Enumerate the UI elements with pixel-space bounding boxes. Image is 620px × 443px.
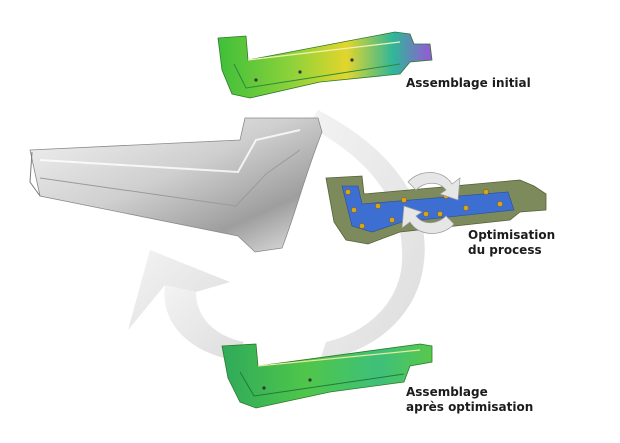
initial-assembly-part-image xyxy=(217,31,433,99)
clamp-markers xyxy=(345,189,503,229)
reference-part-image xyxy=(29,117,323,253)
optimized-assembly-label: Assemblage après optimisation xyxy=(406,385,533,415)
final-label-line1: Assemblage xyxy=(406,385,488,399)
initial-assembly-label: Assemblage initial xyxy=(406,76,531,91)
process-optimization-part-image xyxy=(325,175,547,245)
process-label-line2: du process xyxy=(468,243,542,257)
process-optimization-label: Optimisation du process xyxy=(468,228,555,258)
refresh-cycle-icon xyxy=(401,172,461,234)
process-label-line1: Optimisation xyxy=(468,228,556,242)
cycle-arrow-right xyxy=(308,110,425,360)
cycle-arrow-left xyxy=(128,250,244,360)
final-label-line2: après optimisation xyxy=(406,400,534,414)
initial-assembly-label-text: Assemblage initial xyxy=(406,76,531,90)
optimized-assembly-part-image xyxy=(221,343,433,409)
